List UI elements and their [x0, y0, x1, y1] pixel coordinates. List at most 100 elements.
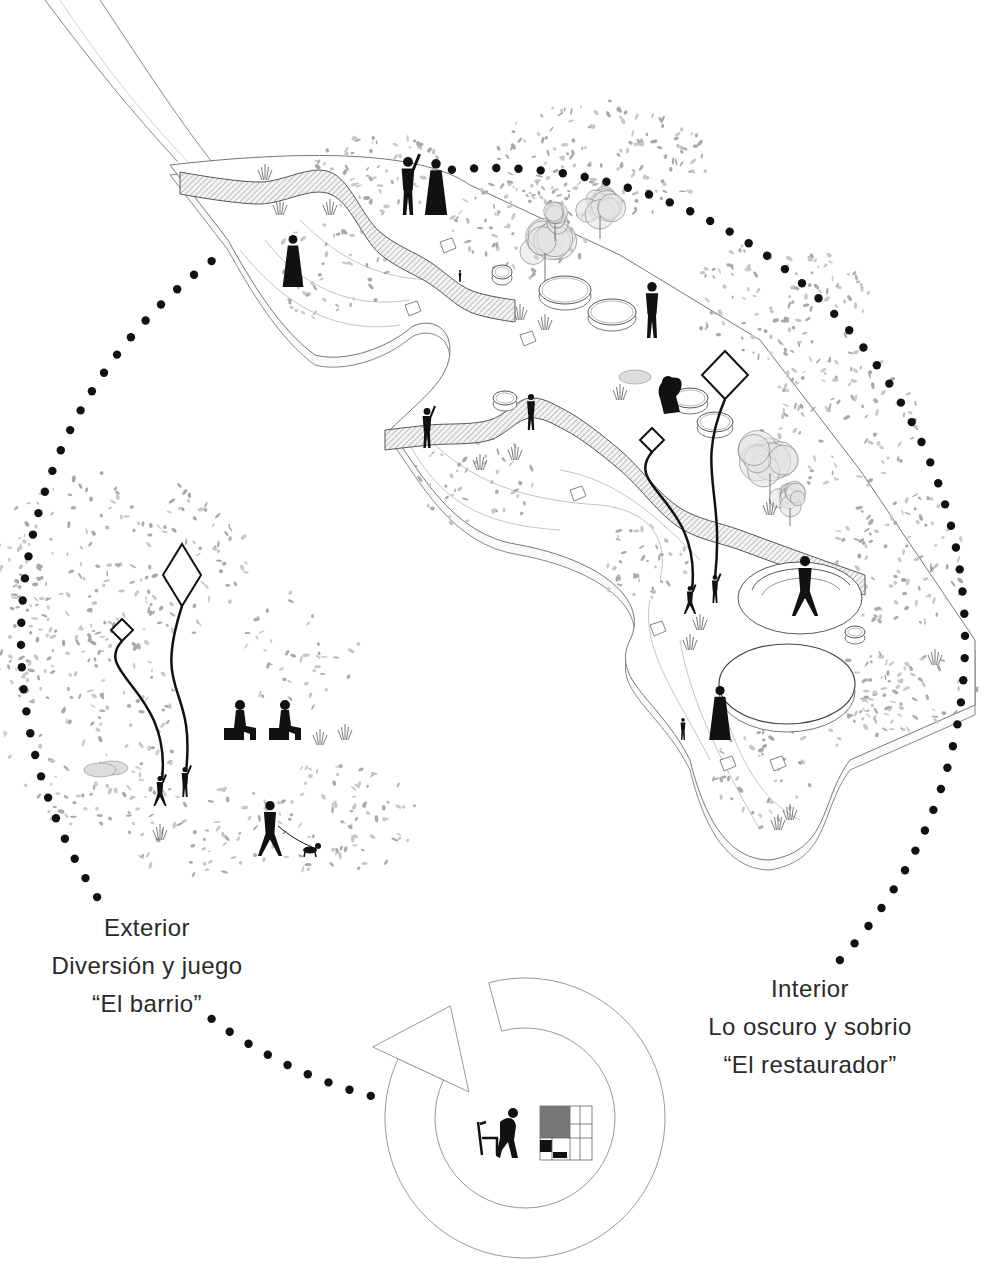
foliage-dot [801, 760, 805, 764]
foliage-dot [888, 680, 891, 683]
foliage-dot [122, 612, 127, 618]
foliage-dot [407, 135, 409, 142]
grass-blade [783, 810, 787, 820]
foliage-dot [809, 469, 814, 472]
foliage-dot [699, 326, 704, 331]
grass-blade [935, 649, 936, 665]
grass-blade [262, 167, 264, 180]
foliage-dot [91, 530, 97, 537]
foliage-dot [308, 774, 314, 778]
foliage-dot [87, 658, 91, 663]
foliage-dot [489, 226, 493, 230]
foliage-dot [90, 704, 96, 708]
foliage-dot [616, 583, 623, 587]
foliage-dot [382, 805, 386, 811]
foliage-dot [192, 829, 198, 835]
circle-dot [745, 239, 753, 247]
grass-blade [775, 817, 777, 830]
foliage-dot [864, 527, 871, 533]
foliage-dot [546, 149, 550, 156]
foliage-dot [324, 242, 328, 247]
foliage-dot [631, 592, 636, 597]
foliage-dot [552, 168, 559, 173]
foliage-dot [213, 820, 221, 823]
foliage-dot [467, 246, 471, 252]
foliage-dot [626, 148, 630, 154]
foliage-dot [0, 543, 2, 549]
foliage-dot [860, 285, 864, 292]
foliage-dot [703, 267, 709, 271]
person-silhouette [792, 556, 818, 616]
foliage-dot [349, 233, 355, 237]
foliage-cluster [0, 542, 50, 684]
foliage-dot [932, 562, 939, 569]
foliage-dot [876, 440, 881, 446]
foliage-dot [312, 309, 318, 315]
circle-dot [959, 676, 967, 684]
foliage-dot [99, 513, 104, 518]
foliage-dot [820, 367, 827, 373]
circle-dot [602, 178, 610, 186]
foliage-dot [699, 271, 705, 275]
foliage-dot [99, 709, 105, 712]
contour-line [240, 250, 400, 327]
foliage-dot [397, 836, 402, 841]
foliage-dot [650, 595, 654, 600]
foliage-dot [191, 871, 196, 877]
foliage-dot [888, 584, 893, 588]
foliage-dot [158, 605, 165, 612]
circle-dot [926, 458, 934, 466]
person-body [402, 169, 415, 191]
foliage-dot [73, 670, 78, 677]
foliage-dot [922, 577, 928, 582]
foliage-dot [308, 767, 313, 771]
foliage-dot [855, 274, 858, 281]
grass-blade [790, 804, 791, 820]
foliage-dot [369, 148, 374, 153]
foliage-dot [63, 765, 69, 771]
foliage-dot [142, 628, 146, 631]
foliage-dot [383, 270, 390, 275]
foliage-dot [351, 835, 355, 842]
person-silhouette [423, 406, 435, 448]
grass-blade [703, 620, 707, 630]
foliage-dot [679, 127, 684, 132]
foliage-dot [752, 294, 757, 297]
foliage-dot [835, 743, 839, 747]
grass-blade [267, 167, 269, 180]
person-silhouette [712, 574, 721, 603]
foliage-dot [349, 810, 353, 812]
foliage-dot [379, 184, 384, 187]
foliage-dot [314, 665, 321, 669]
circle-dot [190, 271, 198, 279]
foliage-dot [556, 194, 563, 198]
foliage-dot [456, 462, 462, 468]
foliage-dot [491, 242, 497, 248]
label-holder: Lo oscuro y sobrio [708, 1012, 911, 1042]
foliage-dot [129, 505, 134, 509]
round-seat [492, 265, 512, 279]
circle-dot [836, 956, 844, 964]
foliage-dot [901, 509, 904, 515]
foliage-dot [151, 573, 159, 579]
grass-blade [697, 617, 699, 630]
foliage-dot [631, 209, 638, 216]
foliage-dot [687, 189, 693, 194]
foliage-dot [144, 795, 148, 798]
round-seat [675, 390, 705, 406]
foliage-dot [94, 588, 98, 592]
foliage-dot [54, 629, 58, 633]
circle-dot [706, 217, 714, 225]
foliage-dot [737, 786, 745, 794]
foliage-dot [329, 167, 334, 171]
foliage-dot [640, 526, 644, 533]
foliage-dot [51, 649, 54, 653]
foliage-dot [105, 753, 108, 756]
foliage-dot [33, 596, 40, 602]
foliage-dot [28, 542, 31, 546]
foliage-dot [679, 160, 684, 166]
foliage-dot [25, 608, 29, 612]
foliage-dot [716, 333, 721, 337]
foliage-dot [311, 704, 316, 710]
foliage-dot [663, 538, 667, 543]
